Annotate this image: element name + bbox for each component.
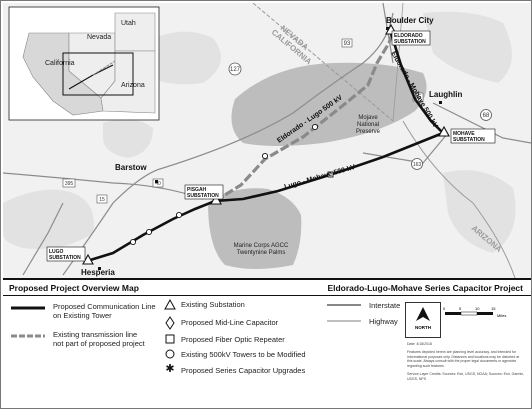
pisgah-substation-label-line2: SUBSTATION [187, 193, 219, 199]
town-label-laughlin: Laughlin [429, 90, 462, 99]
mohave-substation-label-line1: MOHAVE [453, 131, 475, 137]
laughlin-dot [439, 101, 442, 104]
mojave-preserve-area [231, 62, 427, 146]
pisgah-substation-label-line1: PISGAH [187, 187, 207, 193]
inset-utah-shape [114, 12, 156, 52]
terrain-relief [3, 11, 516, 253]
inset-extent-box [62, 52, 134, 96]
north-label: NORTH [415, 325, 431, 330]
scale-tick-10: 10 [475, 306, 480, 311]
route-15-label: 15 [99, 197, 105, 203]
legend-item-capacitor-upgrades: Proposed Series Capacitor Upgrades [181, 366, 306, 375]
scale-unit: Miles [497, 313, 507, 318]
legend-item-highway: Highway [369, 317, 398, 326]
route-68-label: 68 [483, 113, 490, 119]
eldorado-substation-label-line2: SUBSTATION [394, 39, 426, 45]
preserve-label-line2: National [357, 122, 379, 128]
inset-label-utah: Utah [121, 20, 136, 27]
marine-label-line2: Twentynine Palms [237, 250, 286, 256]
route-395-shield [62, 178, 76, 188]
legend-item-substation: Existing Substation [181, 300, 245, 309]
inset-label-california: California [45, 60, 75, 67]
route-15-shield [96, 194, 108, 204]
locator-inset: Utah Nevada California Arizona [8, 6, 160, 121]
route-95-label: 95 [415, 95, 422, 101]
legend-item-proposed-comm-line2: on Existing Tower [53, 311, 112, 320]
towers-to-modify [129, 123, 319, 246]
scale-tick-0: 0 [443, 306, 446, 311]
route-163-label: 163 [413, 162, 422, 168]
inset-label-nevada: Nevada [87, 34, 111, 41]
pisgah-substation-marker [210, 193, 222, 205]
route-127-shield [228, 62, 242, 76]
ca-az-border [402, 120, 516, 278]
barstow-dot [155, 180, 158, 183]
legend-title-right: Eldorado-Lugo-Mohave Series Capacitor Pr… [327, 283, 523, 293]
map-sources: Service Layer Credits: Sources: Esri, US… [407, 372, 525, 381]
lugo-substation-label-line2: SUBSTATION [49, 255, 81, 261]
inset-arizona-shape [100, 50, 156, 114]
overview-map: 127 93 95 68 163 395 40 15 [3, 3, 531, 280]
route-93-label: 93 [344, 41, 351, 47]
fiber-repeater-icon [165, 334, 175, 344]
hesperia-dot [98, 267, 101, 270]
marine-corps-area [208, 188, 302, 269]
mid-line-capacitor-icon [165, 316, 175, 330]
tower-modify-icon [165, 349, 175, 359]
legend-item-capacitor: Proposed Mid-Line Capacitor [181, 318, 279, 327]
legend-item-interstate: Interstate [369, 301, 401, 310]
legend-panel: Proposed Project Overview Map Eldorado-L… [3, 280, 531, 408]
map-disclaimer: Features depicted herein are planning le… [407, 350, 520, 368]
scale-bar [445, 311, 493, 316]
capacitor-upgrade-icon: ✱ [165, 363, 174, 375]
route-127-label: 127 [230, 67, 241, 73]
route-395-label: 395 [65, 181, 74, 187]
mohave-substation-label-line2: SUBSTATION [453, 137, 485, 143]
legend-divider [3, 295, 531, 296]
nv-az-border [392, 3, 404, 122]
lugo-substation-label-line1: LUGO [49, 249, 64, 255]
eldorado-substation-label-line1: ELDORADO [394, 33, 423, 39]
town-label-barstow: Barstow [115, 163, 147, 172]
preserve-label-line1: Mojave [358, 115, 378, 121]
eldorado-mohave-proposed-line [389, 32, 444, 134]
legend-item-repeater: Proposed Fiber Optic Repeater [181, 335, 285, 344]
route-68-shield [480, 109, 492, 121]
lugo-substation-marker [82, 253, 94, 265]
north-arrow-icon [416, 307, 430, 321]
mohave-substation-marker [438, 125, 450, 137]
legend-line-swatches [11, 306, 45, 338]
route-163-shield [411, 158, 423, 170]
legend-symbol-swatches: ✱ [164, 299, 176, 375]
boulder-city-dot [386, 27, 389, 30]
legend-item-proposed-comm: Proposed Communication Line on Existing … [53, 302, 156, 320]
north-arrow-box: NORTH [405, 302, 441, 338]
legend-title-left: Proposed Project Overview Map [9, 283, 139, 293]
scale-tick-15: 15 [491, 306, 496, 311]
scale-tick-5: 5 [459, 306, 462, 311]
map-date: Date: 4/18/2018 [407, 342, 432, 346]
legend-item-towers: Existing 500kV Towers to be Modified [181, 350, 306, 359]
eldorado-lugo-existing-line [214, 30, 395, 203]
substation-icon [164, 299, 176, 310]
town-label-hesperia: Hesperia [81, 268, 115, 277]
town-label-boulder-city: Boulder City [386, 16, 434, 25]
fiber-repeaters [327, 171, 334, 178]
route-93-shield [341, 38, 353, 48]
legend-road-swatches [327, 304, 361, 322]
nv-ca-border [252, 3, 394, 122]
lugo-mohave-proposed-line [86, 131, 444, 263]
legend-item-proposed-comm-line1: Proposed Communication Line [53, 302, 156, 311]
inset-label-arizona: Arizona [121, 82, 145, 89]
preserve-label-line3: Preserve [356, 129, 381, 135]
marine-label-line1: Marine Corps AGCC [234, 243, 289, 249]
legend-item-existing-line-line2: not part of proposed project [53, 339, 145, 348]
route-40-label: 40 [155, 181, 161, 187]
legend-item-existing-line: Existing transmission line not part of p… [53, 330, 145, 348]
legend-item-existing-line-line1: Existing transmission line [53, 330, 138, 339]
